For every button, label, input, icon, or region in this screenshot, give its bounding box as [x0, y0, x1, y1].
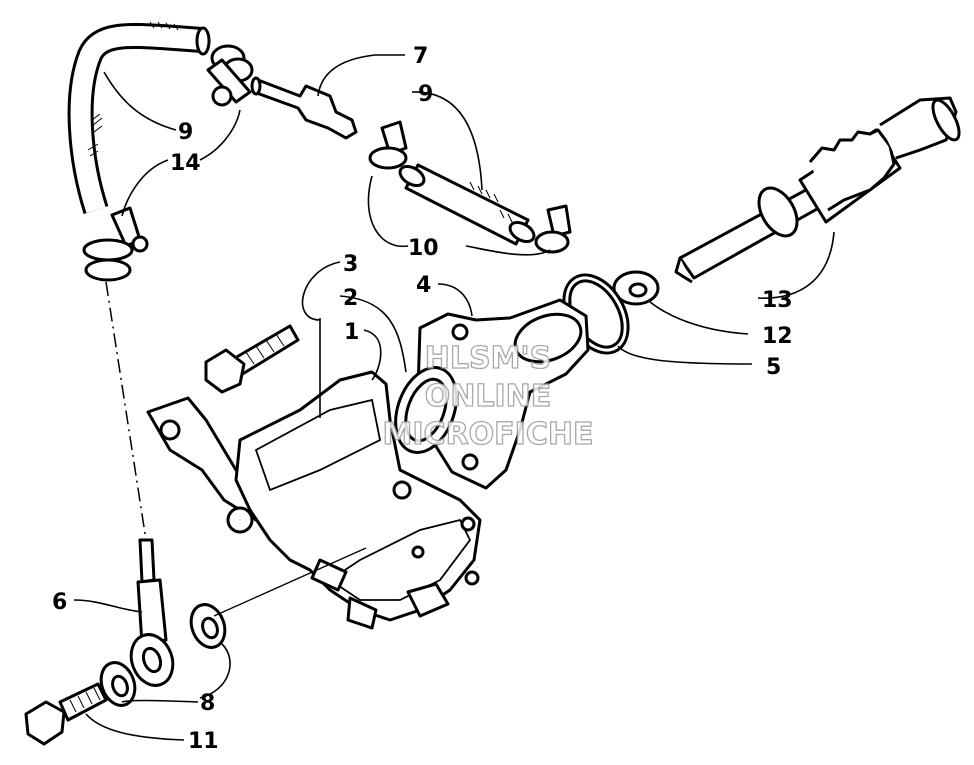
- callout-12: 12: [762, 324, 793, 349]
- watermark-line-3: MICROFICHE: [383, 417, 594, 452]
- clamp-upper: [206, 44, 254, 107]
- pump-body: [146, 370, 482, 630]
- callout-1: 1: [344, 320, 359, 345]
- leader-lines: [73, 54, 835, 741]
- flange-housing: [416, 298, 590, 490]
- callout-5: 5: [766, 355, 781, 380]
- washer: [612, 270, 660, 306]
- callout-14: 14: [170, 151, 201, 176]
- assembly-line-banjo: [213, 547, 367, 617]
- banjo-fitting: [129, 538, 175, 687]
- watermark: HLSM'S ONLINE MICROFICHE: [382, 340, 594, 452]
- callout-8: 8: [200, 691, 215, 716]
- callout-9-left: 9: [178, 120, 193, 145]
- banjo-bolt: [24, 682, 108, 746]
- callout-7: 7: [413, 44, 428, 69]
- bolt-upper: [204, 324, 300, 394]
- callout-10: 10: [408, 236, 439, 261]
- assembly-line: [105, 281, 147, 541]
- callouts: 7 9 9 14 10 3 2 1 4 13 12 5 6 8 11: [52, 44, 793, 754]
- callout-6: 6: [52, 590, 67, 615]
- watermark-line-2: ONLINE: [425, 379, 552, 414]
- drive-shaft: [674, 96, 961, 284]
- washer-left: [99, 661, 137, 707]
- hose-short: [398, 163, 536, 246]
- fitting-nipple: [250, 76, 358, 140]
- gasket: [394, 366, 458, 454]
- hose-left: [67, 21, 211, 214]
- watermark-line-1: HLSM'S: [425, 341, 551, 376]
- callout-3: 3: [343, 252, 358, 277]
- clamp-small-upper: [368, 120, 408, 170]
- callout-9-upper: 9: [418, 82, 433, 107]
- clamp-lower-left: [82, 206, 149, 282]
- callout-2: 2: [343, 286, 358, 311]
- washer-right: [189, 603, 227, 649]
- clamp-small-lower: [534, 204, 572, 254]
- callout-11: 11: [188, 729, 219, 754]
- callout-13: 13: [762, 288, 793, 313]
- callout-4: 4: [416, 273, 431, 298]
